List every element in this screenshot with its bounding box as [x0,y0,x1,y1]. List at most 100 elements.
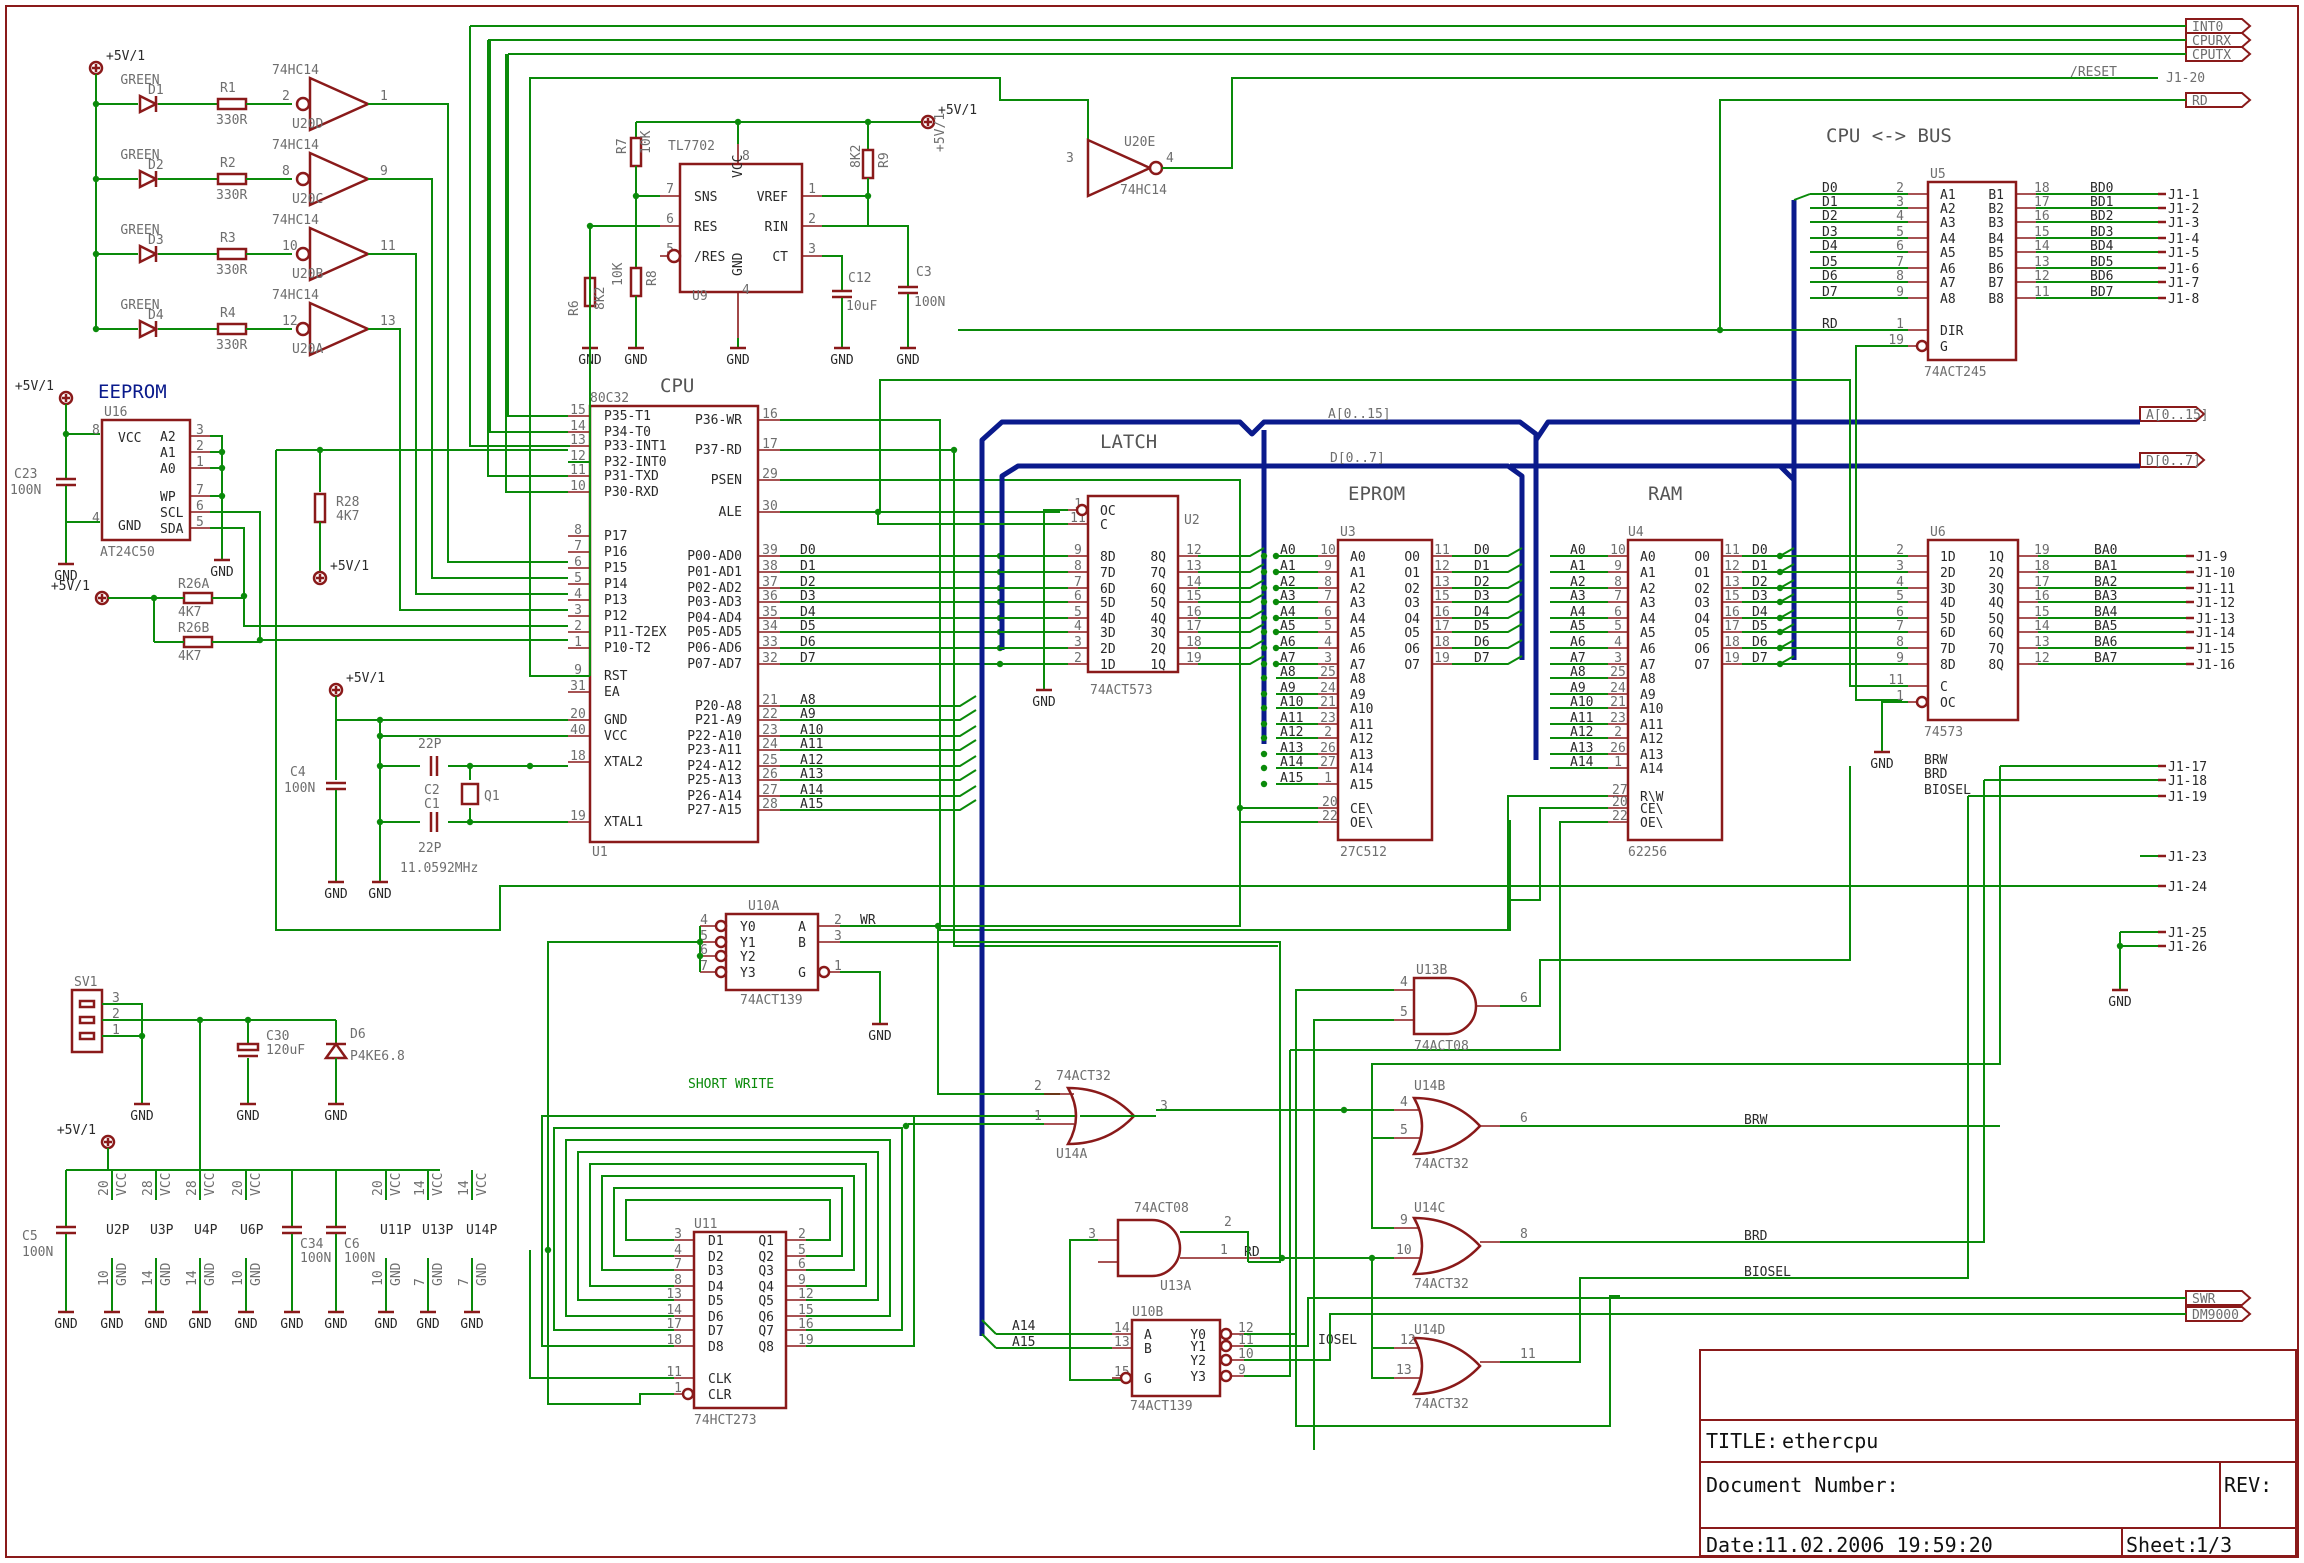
u6-ba-net: BA5 [2094,619,2117,634]
ram-addr-net: A13 [1570,741,1593,756]
eprom-data-net: D5 [1474,619,1490,634]
wire [780,725,977,737]
eprom-data-num: 16 [1434,605,1450,620]
brw-net: BRW [1744,1113,1768,1128]
c12-value: 10uF [846,299,877,314]
u10a-pin-num: 6 [700,943,708,958]
cpu-pin-name: XTAL1 [604,815,643,830]
latch-ctrl-name: C [1100,518,1108,533]
junction-dot [1278,1254,1286,1262]
oc-bubble [1075,503,1089,517]
ram-ctrl-name: R\W [1640,790,1664,805]
u5-a-num: 5 [1896,225,1904,240]
wire [1507,795,1608,930]
sv1-pin: 1 [112,1023,120,1038]
res-value: 330R [216,338,247,353]
u10a-out-bubble [714,965,728,979]
c6-ref: C6 [344,1237,360,1252]
eprom-data-name: O3 [1404,596,1420,611]
gnd-label: GND [54,1317,78,1332]
wire [1500,766,1851,1007]
u11-d-num: 13 [666,1287,682,1302]
wire [780,755,977,767]
u5-j-net: J1-8 [2168,292,2199,307]
data-net-label: D7 [800,651,816,666]
c1-value: 22P [418,841,442,856]
cpu-pin-name: P00-AD0 [687,549,742,564]
junction-dot [1272,614,1280,622]
u5-a-name: A6 [1940,262,1956,277]
gnd-label: GND [100,1317,124,1332]
eeprom-pin-num: 5 [196,515,204,530]
port-cputx-label: CPUTX [2192,48,2231,63]
addr-net-label: A12 [800,753,823,768]
ram-data-num: 11 [1724,543,1740,558]
u5-b-name: B4 [1988,232,2004,247]
u5-data-net: D0 [1822,181,1838,196]
eprom-addr-net: A9 [1280,681,1296,696]
eprom-addr-net: A2 [1280,575,1296,590]
gnd-label: GND [374,1317,398,1332]
ram-addr-name: A0 [1640,550,1656,565]
ram-data-num: 12 [1724,559,1740,574]
led-diode-icon [138,168,159,190]
wire [1069,1239,1130,1381]
wire [879,379,1908,687]
r9-resistor [861,148,875,180]
cpu-pin-name: P13 [604,593,627,608]
u11-d-name: D3 [708,1264,724,1279]
junction-dot [1272,644,1280,652]
wire [868,225,909,286]
part-vcc-pin: 20 [371,1180,386,1196]
u10b-pin-num: 14 [1114,1321,1130,1336]
u13a-out: 1 [1220,1243,1228,1258]
wire [1793,193,1811,201]
u10a-pin-num: 3 [834,929,842,944]
u11-part: 74HCT273 [694,1413,757,1428]
u14a-part: 74ACT32 [1056,1069,1111,1084]
u9-pin-num: 3 [808,242,816,257]
pin-vcc: VCC [118,431,141,446]
eprom-addr-num: 4 [1324,635,1332,650]
latch-out-num: 13 [1186,559,1202,574]
u10b-pin-num: 9 [1238,1363,1246,1378]
ram-data-num: 18 [1724,635,1740,650]
junction-dot [1260,780,1268,788]
u6-q-num: 15 [2034,605,2050,620]
u5-a-num: 7 [1896,255,1904,270]
u10b-pin-num: 10 [1238,1347,1254,1362]
u14c-in: 10 [1396,1243,1412,1258]
ram-addr-num: 9 [1614,559,1622,574]
junction-dot [218,492,226,500]
ram-addr-net: A4 [1570,605,1586,620]
part-gnd-pin: 14 [185,1270,200,1286]
data-net-label: D2 [800,575,816,590]
u10b-out-bubble [1219,1353,1233,1367]
cpu-pin-name: RST [604,669,628,684]
rev-label: REV: [2224,1473,2272,1497]
u10a-pin-num: 4 [700,913,708,928]
ram-addr-name: A5 [1640,626,1656,641]
gnd-label: GND [624,353,648,368]
u6-d-name: 6D [1940,626,1956,641]
eprom-addr-net: A4 [1280,605,1296,620]
gate-type: 74HC14 [272,213,319,228]
junction-dot [734,118,742,126]
u9-pin-name: RIN [765,220,788,235]
eprom-addr-name: A4 [1350,612,1366,627]
eprom-addr-net: A0 [1280,543,1296,558]
u6-ba-net: BA4 [2094,605,2118,620]
latch-out-name: 7Q [1150,566,1166,581]
u14a-ref: U14A [1056,1147,1087,1162]
addr-net-label: A13 [800,767,823,782]
junction-dot [2116,942,2124,950]
ram-ctrl-num: 22 [1612,809,1628,824]
u6-q-name: 4Q [1988,596,2004,611]
cpu-pin-num: 9 [574,663,582,678]
eprom-data-net: D1 [1474,559,1490,574]
gnd-label: GND [868,1029,892,1044]
eprom-data-num: 11 [1434,543,1450,558]
